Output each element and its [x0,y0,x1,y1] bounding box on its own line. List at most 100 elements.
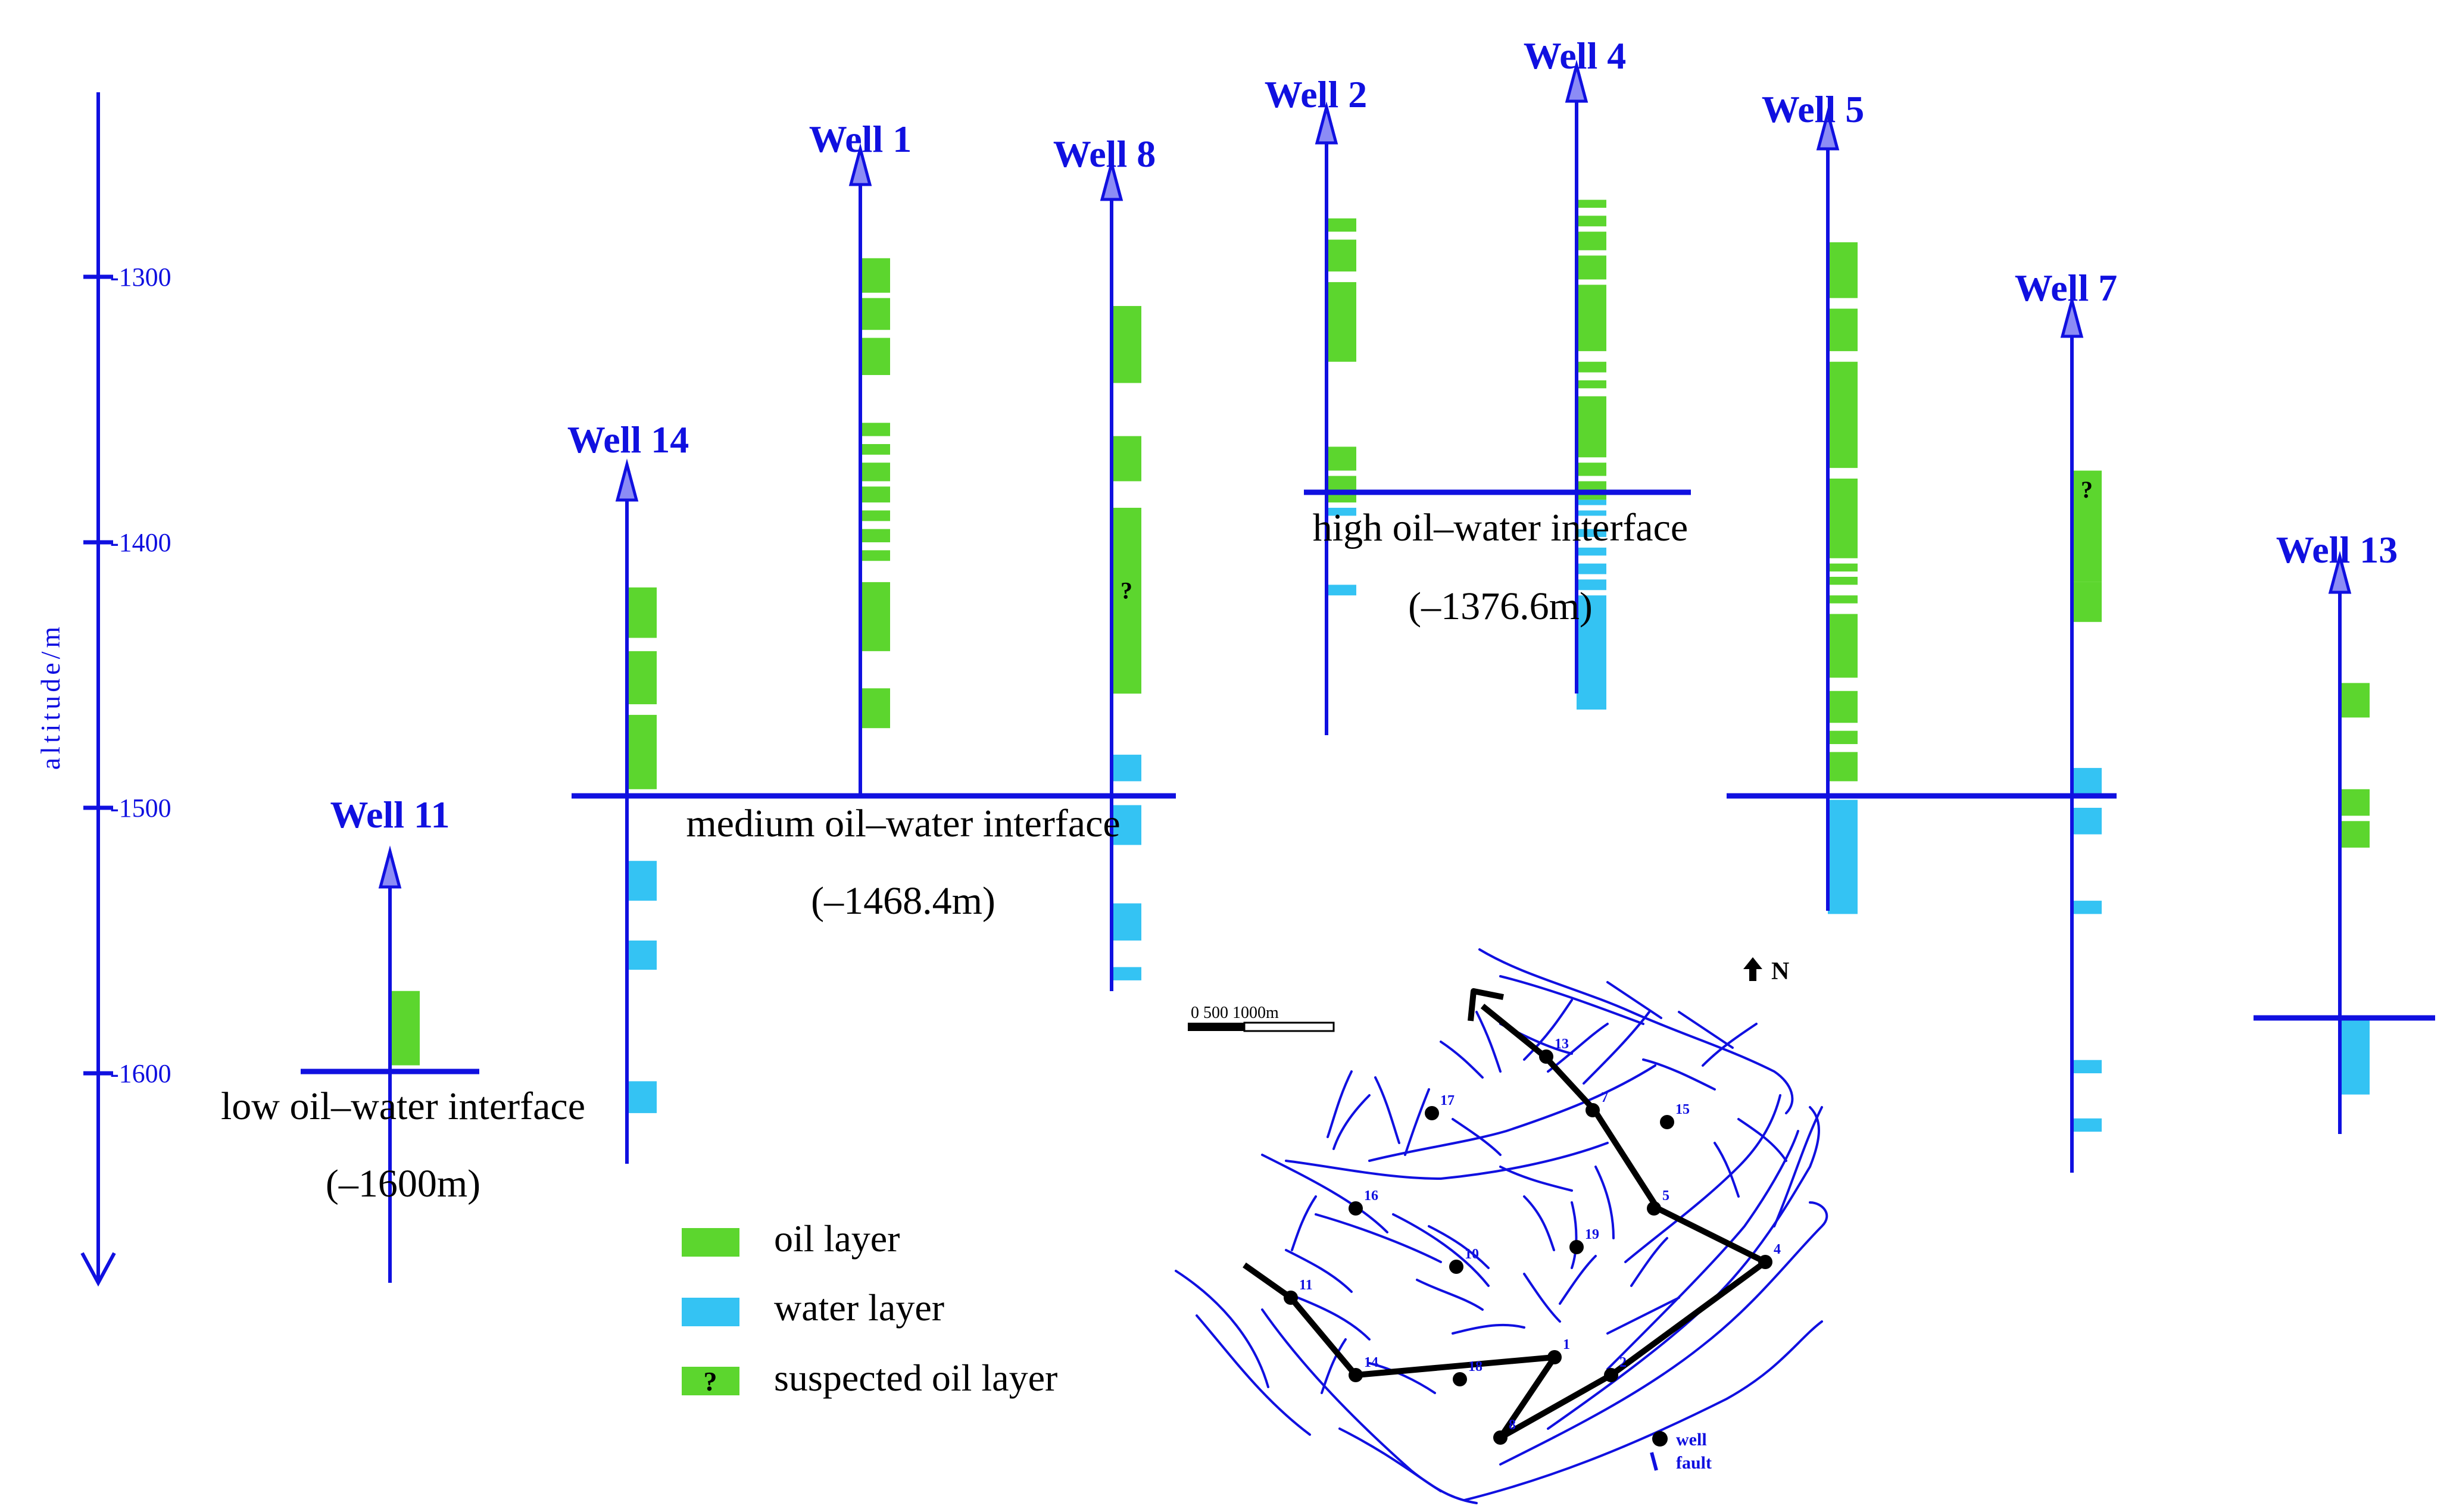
map-well-label-16: 16 [1364,1188,1378,1204]
tick-label-1600: -1600 [110,1059,171,1088]
well-5-oil-layer-8 [1828,691,1858,723]
well-7-question-mark-0: ? [2081,476,2093,503]
map-well-label-14: 14 [1364,1355,1378,1370]
well-4-oil-layer-4 [1577,285,1606,351]
axis-arrowhead [80,1252,116,1287]
well-4-oil-layer-2 [1577,232,1606,251]
legend: oil layer water layer ? suspected oil la… [682,1217,1057,1399]
well-7: ?Well 7 [2015,267,2117,1173]
tick-label-1400: -1400 [110,528,171,557]
well-4-label: Well 4 [1524,35,1626,77]
well-5-oil-layer-0 [1828,242,1858,298]
map-well-label-17: 17 [1440,1093,1455,1108]
north-label: N [1771,958,1789,985]
well-4: Well 4 [1524,35,1626,710]
high-interface-label: high oil–water interface [1313,506,1688,549]
well-2-water-layer-1 [1327,585,1356,596]
well-14-oil-layer-2 [627,714,657,789]
axis-title: altitude/m [35,623,65,770]
map-well-dot-1 [1547,1350,1562,1364]
legend-water-swatch [682,1298,739,1326]
map-well-dot-14 [1349,1368,1363,1382]
well-2-water-layer-0 [1327,508,1356,516]
map-well-path-left [1243,1004,1768,1441]
low-interface-value: (–1600m) [326,1162,480,1205]
well-8-water-layer-3 [1112,967,1141,980]
well-7-arrow-icon [2060,295,2084,338]
map-well-dot-13 [1539,1049,1553,1064]
map-well-label-8: 8 [1509,1417,1516,1433]
well-5-oil-layer-9 [1828,730,1858,744]
map-well-dot-17 [1425,1106,1439,1120]
medium-interface-value: (–1468.4m) [811,879,995,923]
well-4-water-layer-5 [1577,579,1606,591]
well-8-arrow-icon [1100,158,1123,201]
map-well-dot-16 [1349,1201,1363,1216]
well-7-water-layer-1 [2072,808,2102,835]
well-2-oil-layer-0 [1327,218,1356,232]
well-4-oil-layer-1 [1577,215,1606,227]
well-1-label: Well 1 [809,118,912,160]
map-well-label-18: 18 [1468,1359,1483,1374]
well-5-arrow-icon [1816,107,1840,151]
map-scale-black [1188,1023,1244,1031]
well-1-oil-layer-5 [860,463,890,482]
well-8: ?Well 8 [1053,133,1156,991]
well-1-oil-layer-4 [860,443,890,455]
well-2-label: Well 2 [1265,73,1367,115]
well-1: Well 1 [809,118,912,795]
legend-suspected-label: suspected oil layer [774,1357,1057,1399]
map-legend-well-label: well [1676,1430,1707,1449]
well-5-oil-layer-4 [1828,563,1858,572]
map-well-label-19: 19 [1585,1227,1599,1242]
well-14-water-layer-1 [627,941,657,970]
interface-labels: high oil–water interface (–1376.6m) medi… [221,506,1688,1205]
map-legend-fault-label: fault [1676,1453,1712,1473]
well-1-oil-layer-7 [860,510,890,521]
map-well-dot-5 [1647,1201,1661,1216]
map-scale-bar: 0 500 1000m [1188,1004,1335,1032]
well-2-oil-layer-3 [1327,446,1356,471]
altitude-axis: -1300 -1400 -1500 -1600 altitude/m [35,92,171,1287]
map-well-dot-15 [1660,1115,1674,1129]
well-8-oil-layer-2 [1112,508,1141,694]
map-well-label-4: 4 [1774,1242,1781,1257]
map-well-label-13: 13 [1555,1036,1569,1052]
map-well-dot-7 [1586,1103,1600,1117]
well-1-oil-layer-2 [860,338,890,376]
well-13-water-layer-0 [2340,1020,2370,1095]
well-13-label: Well 13 [2276,529,2398,571]
well-4-water-layer-0 [1577,499,1606,505]
well-14-oil-layer-1 [627,651,657,705]
well-1-oil-layer-0 [860,258,890,293]
well-4-water-layer-4 [1577,563,1606,574]
well-2-oil-layer-4 [1327,476,1356,503]
well-4-water-layer-2 [1577,529,1606,538]
well-5-oil-layer-2 [1828,361,1858,468]
well-8-water-layer-1 [1112,805,1141,845]
well-11-arrow-icon [378,845,402,889]
map-well-label-2: 2 [1619,1355,1627,1370]
well-4-water-layer-1 [1577,510,1606,516]
well-5-oil-layer-7 [1828,614,1858,678]
well-4-oil-layer-5 [1577,361,1606,373]
well-11: Well 11 [330,794,450,1283]
legend-oil-label: oil layer [774,1217,900,1260]
legend-oil-swatch [682,1228,739,1257]
medium-interface-label: medium oil–water interface [686,802,1120,845]
well-11-oil-layer-0 [390,991,420,1066]
well-14: Well 14 [567,418,689,1164]
map-well-dot-10 [1449,1260,1463,1274]
map-scale-label: 0 500 1000m [1191,1004,1279,1022]
well-13-oil-layer-0 [2340,683,2370,718]
map-well-label-5: 5 [1662,1188,1669,1204]
legend-water-label: water layer [774,1286,944,1329]
well-14-arrow-icon [615,458,639,502]
well-5-water-layer-0 [1828,799,1858,914]
interface-lines [301,489,2435,1074]
well-1-oil-layer-1 [860,298,890,330]
well-1-oil-layer-3 [860,423,890,436]
well-7-water-layer-0 [2072,768,2102,795]
tick-label-1300: -1300 [110,263,171,292]
well-4-oil-layer-8 [1577,463,1606,476]
